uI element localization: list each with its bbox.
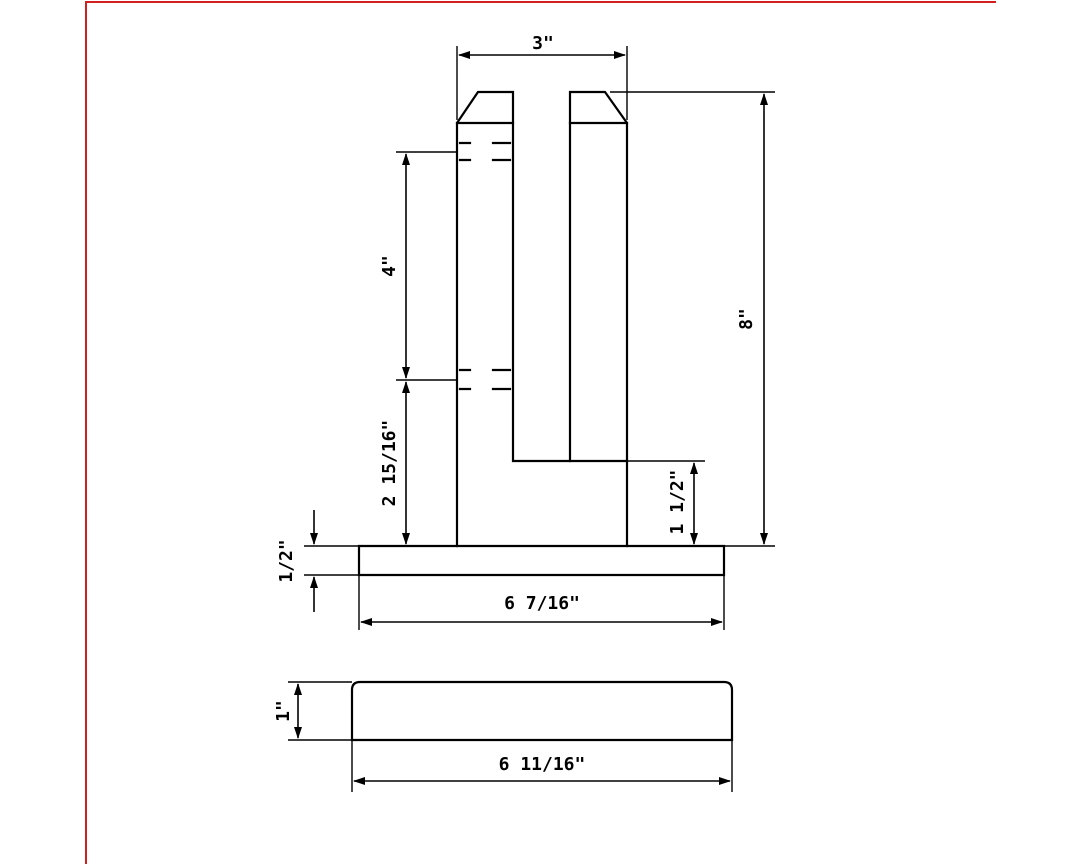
label-base-length: 6 7/16": [504, 593, 580, 614]
upright-part: [455, 90, 629, 548]
label-inner-step: 1 1/2": [667, 469, 688, 534]
dim-block-length: 6 11/16": [351, 740, 733, 792]
base-plate: [357, 544, 726, 577]
label-base-thickness: 1/2": [276, 539, 297, 582]
dim-block-thickness: 1": [273, 681, 352, 741]
label-block-thickness: 1": [273, 700, 294, 722]
dim-base-thickness: 1/2": [276, 510, 359, 612]
dim-base-length: 6 7/16": [358, 575, 725, 630]
sheet-border: [85, 1, 996, 864]
label-top-width: 3": [532, 33, 554, 54]
dim-overall-height: 8": [610, 91, 775, 547]
label-block-length: 6 11/16": [499, 754, 586, 775]
lower-block: [350, 680, 734, 742]
label-overall-height: 8": [736, 308, 757, 330]
label-slot-height: 4": [379, 255, 400, 277]
dim-lower-height: 2 15/16": [379, 381, 410, 545]
dim-slot-height: 4": [379, 151, 457, 381]
dim-top-width: 3": [456, 33, 628, 120]
label-lower-height: 2 15/16": [379, 420, 400, 507]
dim-inner-step: 1 1/2": [627, 460, 705, 545]
